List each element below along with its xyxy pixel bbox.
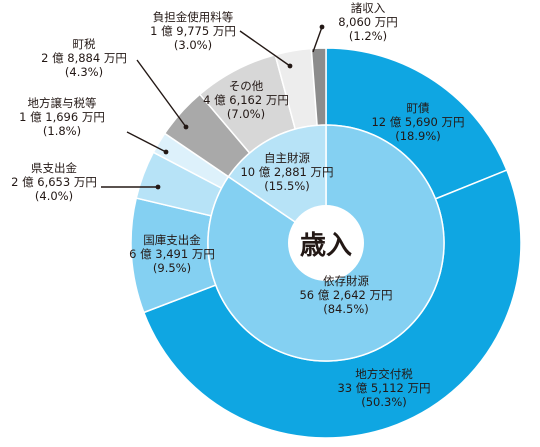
leader-dot-3	[287, 63, 293, 69]
outer-label-3-amount: 2 億 6,653 万円	[11, 175, 97, 189]
center-disc	[288, 205, 364, 281]
outer-label-1-name: 地方交付税	[355, 367, 413, 381]
outer-label-6-amount: 4 億 6,162 万円	[203, 93, 289, 107]
outer-label-2-pct: (9.5%)	[153, 261, 191, 275]
outer-label-6-name: その他	[229, 79, 264, 93]
outer-label-5-pct: (4.3%)	[65, 65, 103, 79]
outer-label-2-amount: 6 億 3,491 万円	[129, 247, 215, 261]
leader-lines	[101, 24, 325, 190]
inner-label-0-name: 依存財源	[323, 274, 369, 288]
inner-slice-0	[207, 124, 445, 362]
outer-label-3-pct: (4.0%)	[35, 189, 73, 203]
outer-label-8-name: 諸収入	[351, 1, 386, 15]
outer-label-0-pct: (18.9%)	[395, 129, 441, 143]
outer-label-5-name: 町税	[73, 37, 96, 51]
outer-label-7-name: 負担金使用料等	[153, 10, 234, 24]
inner-label-0-pct: (84.5%)	[323, 302, 369, 316]
outer-label-8-pct: (1.2%)	[349, 29, 387, 43]
inner-ring	[207, 124, 445, 362]
outer-label-3-name: 県支出金	[31, 161, 77, 175]
inner-label-0-amount: 56 億 2,642 万円	[299, 288, 392, 302]
inner-label-1-amount: 10 億 2,881 万円	[240, 165, 333, 179]
leader-line-4	[312, 26, 323, 53]
outer-label-1-pct: (50.3%)	[361, 395, 407, 409]
outer-label-2-name: 国庫支出金	[143, 233, 201, 247]
leader-dot-2	[183, 124, 189, 130]
leader-line-3	[239, 30, 291, 67]
outer-label-4-name: 地方譲与税等	[28, 96, 97, 110]
outer-label-7-amount: 1 億 9,775 万円	[150, 24, 236, 38]
inner-label-1-pct: (15.5%)	[264, 179, 310, 193]
outer-label-4-pct: (1.8%)	[43, 124, 81, 138]
outer-label-5-amount: 2 億 8,884 万円	[41, 51, 127, 65]
inner-slice-1	[227, 124, 327, 245]
center-label: 歳入	[300, 231, 352, 261]
outer-label-0-name: 町債	[407, 101, 430, 115]
outer-label-7-pct: (3.0%)	[174, 38, 212, 52]
outer-label-8-amount: 8,060 万円	[338, 15, 398, 29]
outer-label-0-amount: 12 億 5,690 万円	[371, 115, 464, 129]
outer-label-1-amount: 33 億 5,112 万円	[337, 381, 430, 395]
inner-label-1-name: 自主財源	[264, 151, 310, 165]
leader-line-1	[126, 131, 167, 153]
outer-label-6-pct: (7.0%)	[227, 107, 265, 121]
outer-label-4-amount: 1 億 1,696 万円	[19, 110, 105, 124]
leader-line-2	[136, 59, 187, 128]
leader-dot-0	[155, 184, 161, 190]
leader-dot-1	[163, 149, 169, 155]
leader-dot-4	[319, 24, 325, 30]
